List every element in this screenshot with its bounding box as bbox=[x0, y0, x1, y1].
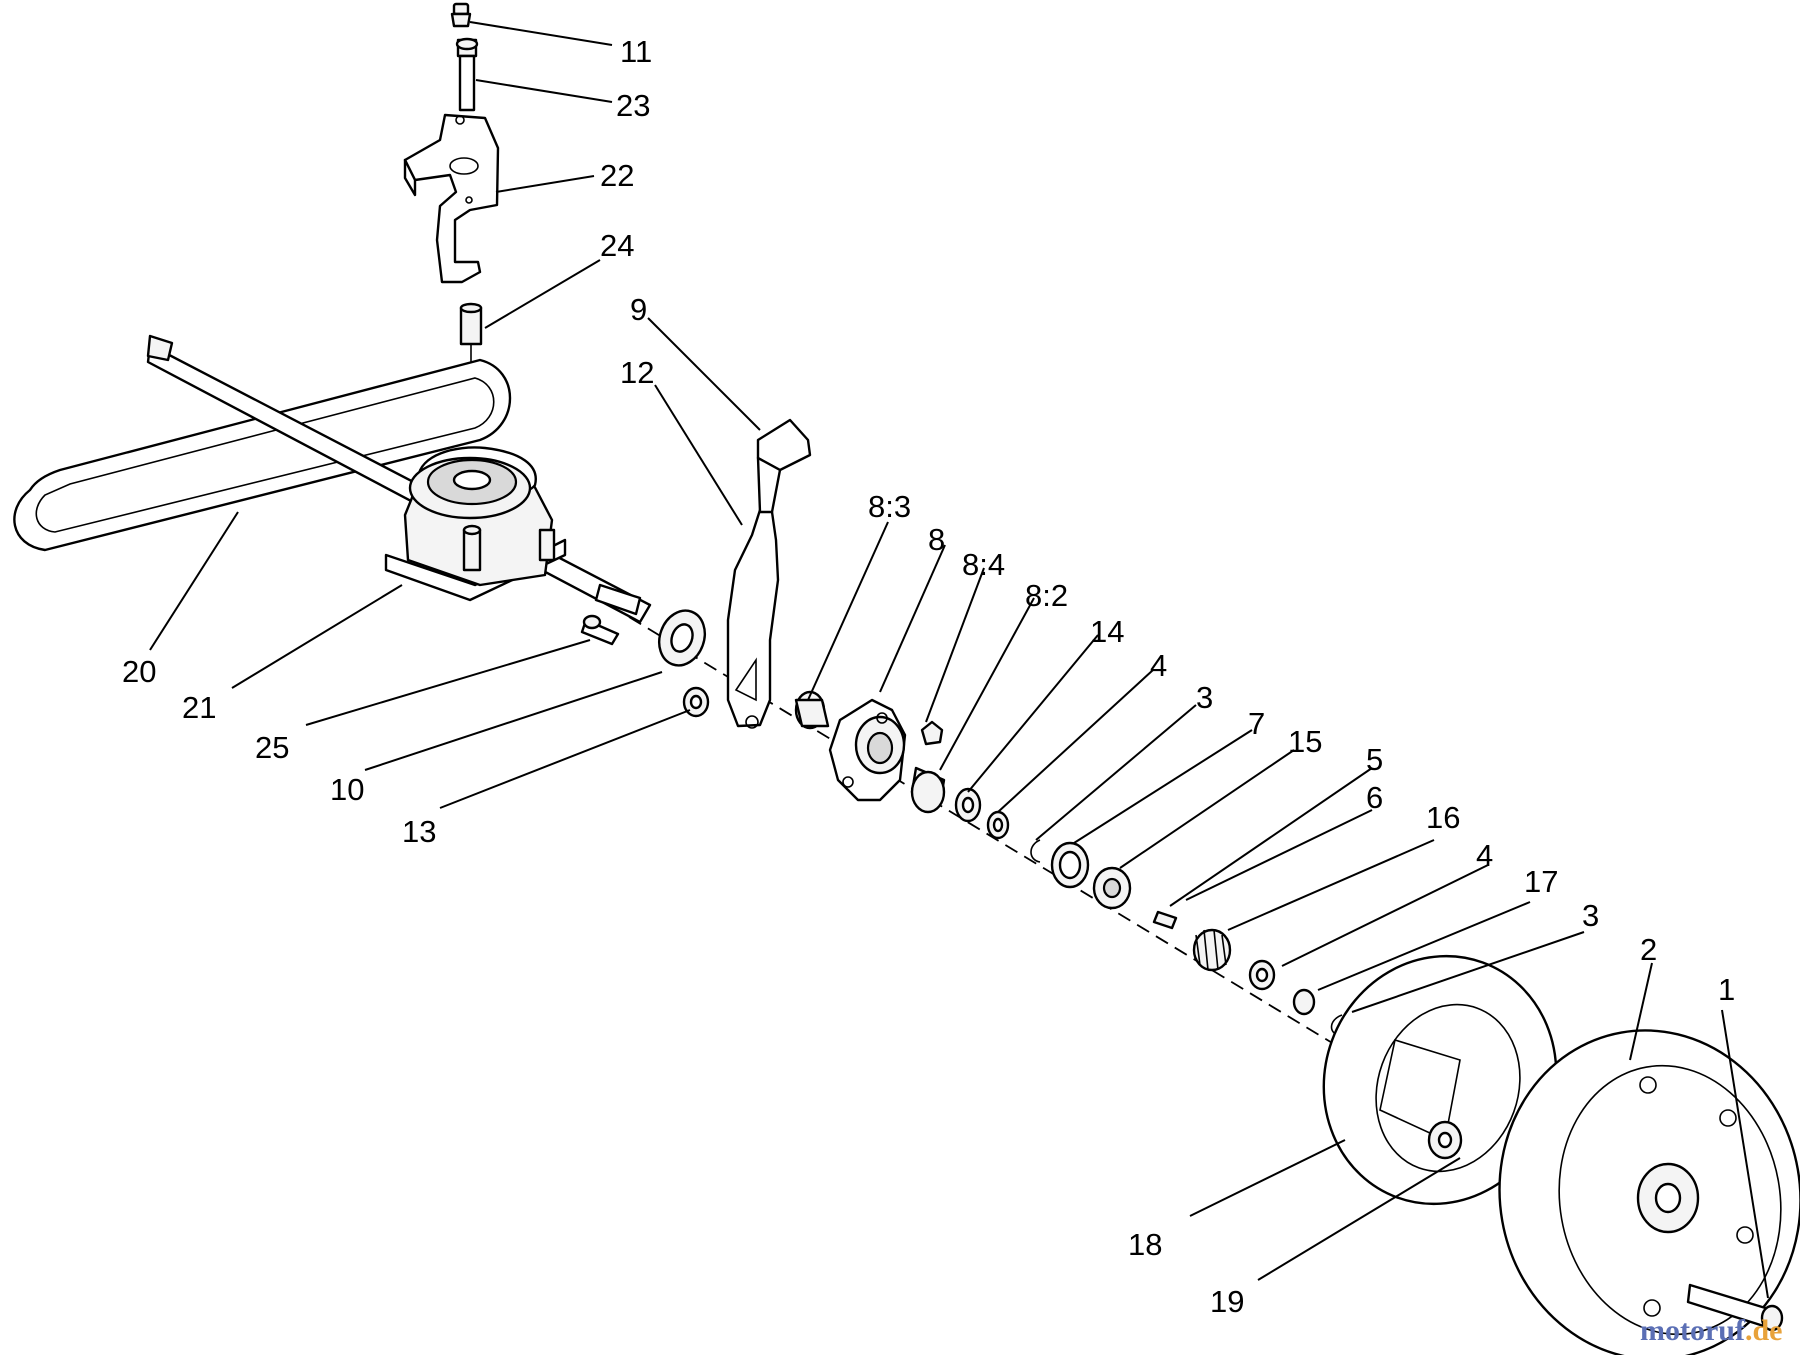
leader-lines bbox=[149, 21, 1769, 1299]
belt-20 bbox=[13, 358, 512, 552]
gear-16 bbox=[1192, 928, 1232, 972]
bolt-23 bbox=[455, 37, 479, 112]
bushing-13 bbox=[682, 686, 710, 718]
callout-24: 24 bbox=[600, 228, 634, 263]
washer-4a bbox=[986, 810, 1010, 840]
key-6 bbox=[1152, 910, 1178, 930]
callout-labels: 11 23 22 24 9 12 20 21 25 10 13 8:3 8 8:… bbox=[122, 34, 1735, 1319]
fitting-8-4 bbox=[920, 720, 944, 746]
callout-21: 21 bbox=[182, 690, 216, 725]
clip-3a bbox=[1030, 839, 1041, 863]
callout-2: 2 bbox=[1640, 932, 1657, 967]
callout-18: 18 bbox=[1128, 1227, 1162, 1262]
callout-10: 10 bbox=[330, 772, 364, 807]
housing-8 bbox=[828, 698, 907, 802]
watermark: motoruf.de bbox=[1640, 1314, 1782, 1347]
callout-9: 9 bbox=[630, 292, 647, 327]
callout-1: 1 bbox=[1718, 972, 1735, 1007]
callout-3b: 3 bbox=[1582, 898, 1599, 933]
callout-8-3: 8:3 bbox=[868, 489, 911, 524]
cover-18 bbox=[1322, 954, 1558, 1206]
callout-5: 5 bbox=[1366, 742, 1383, 777]
callout-4a: 4 bbox=[1150, 648, 1167, 683]
bearing-15 bbox=[1092, 866, 1132, 910]
callout-8: 8 bbox=[928, 522, 945, 557]
callout-13: 13 bbox=[402, 814, 436, 849]
bushing-8-3 bbox=[794, 690, 830, 730]
callout-7: 7 bbox=[1248, 706, 1265, 741]
callout-15: 15 bbox=[1288, 724, 1322, 759]
callout-23: 23 bbox=[616, 88, 650, 123]
callout-3a: 3 bbox=[1196, 680, 1213, 715]
spacer-17 bbox=[1292, 988, 1316, 1016]
callout-14: 14 bbox=[1090, 614, 1124, 649]
ring-7 bbox=[1050, 841, 1090, 889]
callout-11: 11 bbox=[620, 34, 652, 69]
washer-4b bbox=[1248, 959, 1276, 991]
callout-6: 6 bbox=[1366, 780, 1383, 815]
callout-19: 19 bbox=[1210, 1284, 1244, 1319]
callout-20: 20 bbox=[122, 654, 156, 689]
pedal-9 bbox=[756, 418, 812, 514]
callout-22: 22 bbox=[600, 158, 634, 193]
callout-25: 25 bbox=[255, 730, 289, 765]
bushing-8-2 bbox=[910, 766, 946, 814]
washer-14 bbox=[954, 787, 982, 823]
callout-8-2: 8:2 bbox=[1025, 578, 1068, 613]
bolt-25 bbox=[580, 614, 620, 646]
lever-12 bbox=[726, 508, 780, 729]
washer-10 bbox=[658, 609, 706, 667]
gearbox-21 bbox=[384, 446, 567, 602]
callout-12: 12 bbox=[620, 355, 654, 390]
callout-17: 17 bbox=[1524, 864, 1558, 899]
bolt-11 bbox=[450, 2, 472, 28]
bushing-19 bbox=[1427, 1120, 1463, 1160]
wheel-2 bbox=[1498, 1029, 1800, 1355]
callout-16: 16 bbox=[1426, 800, 1460, 835]
bolt-1 bbox=[1686, 1283, 1784, 1332]
bracket-22 bbox=[403, 113, 500, 284]
callout-4b: 4 bbox=[1476, 838, 1493, 873]
callout-8-4: 8:4 bbox=[962, 547, 1005, 582]
